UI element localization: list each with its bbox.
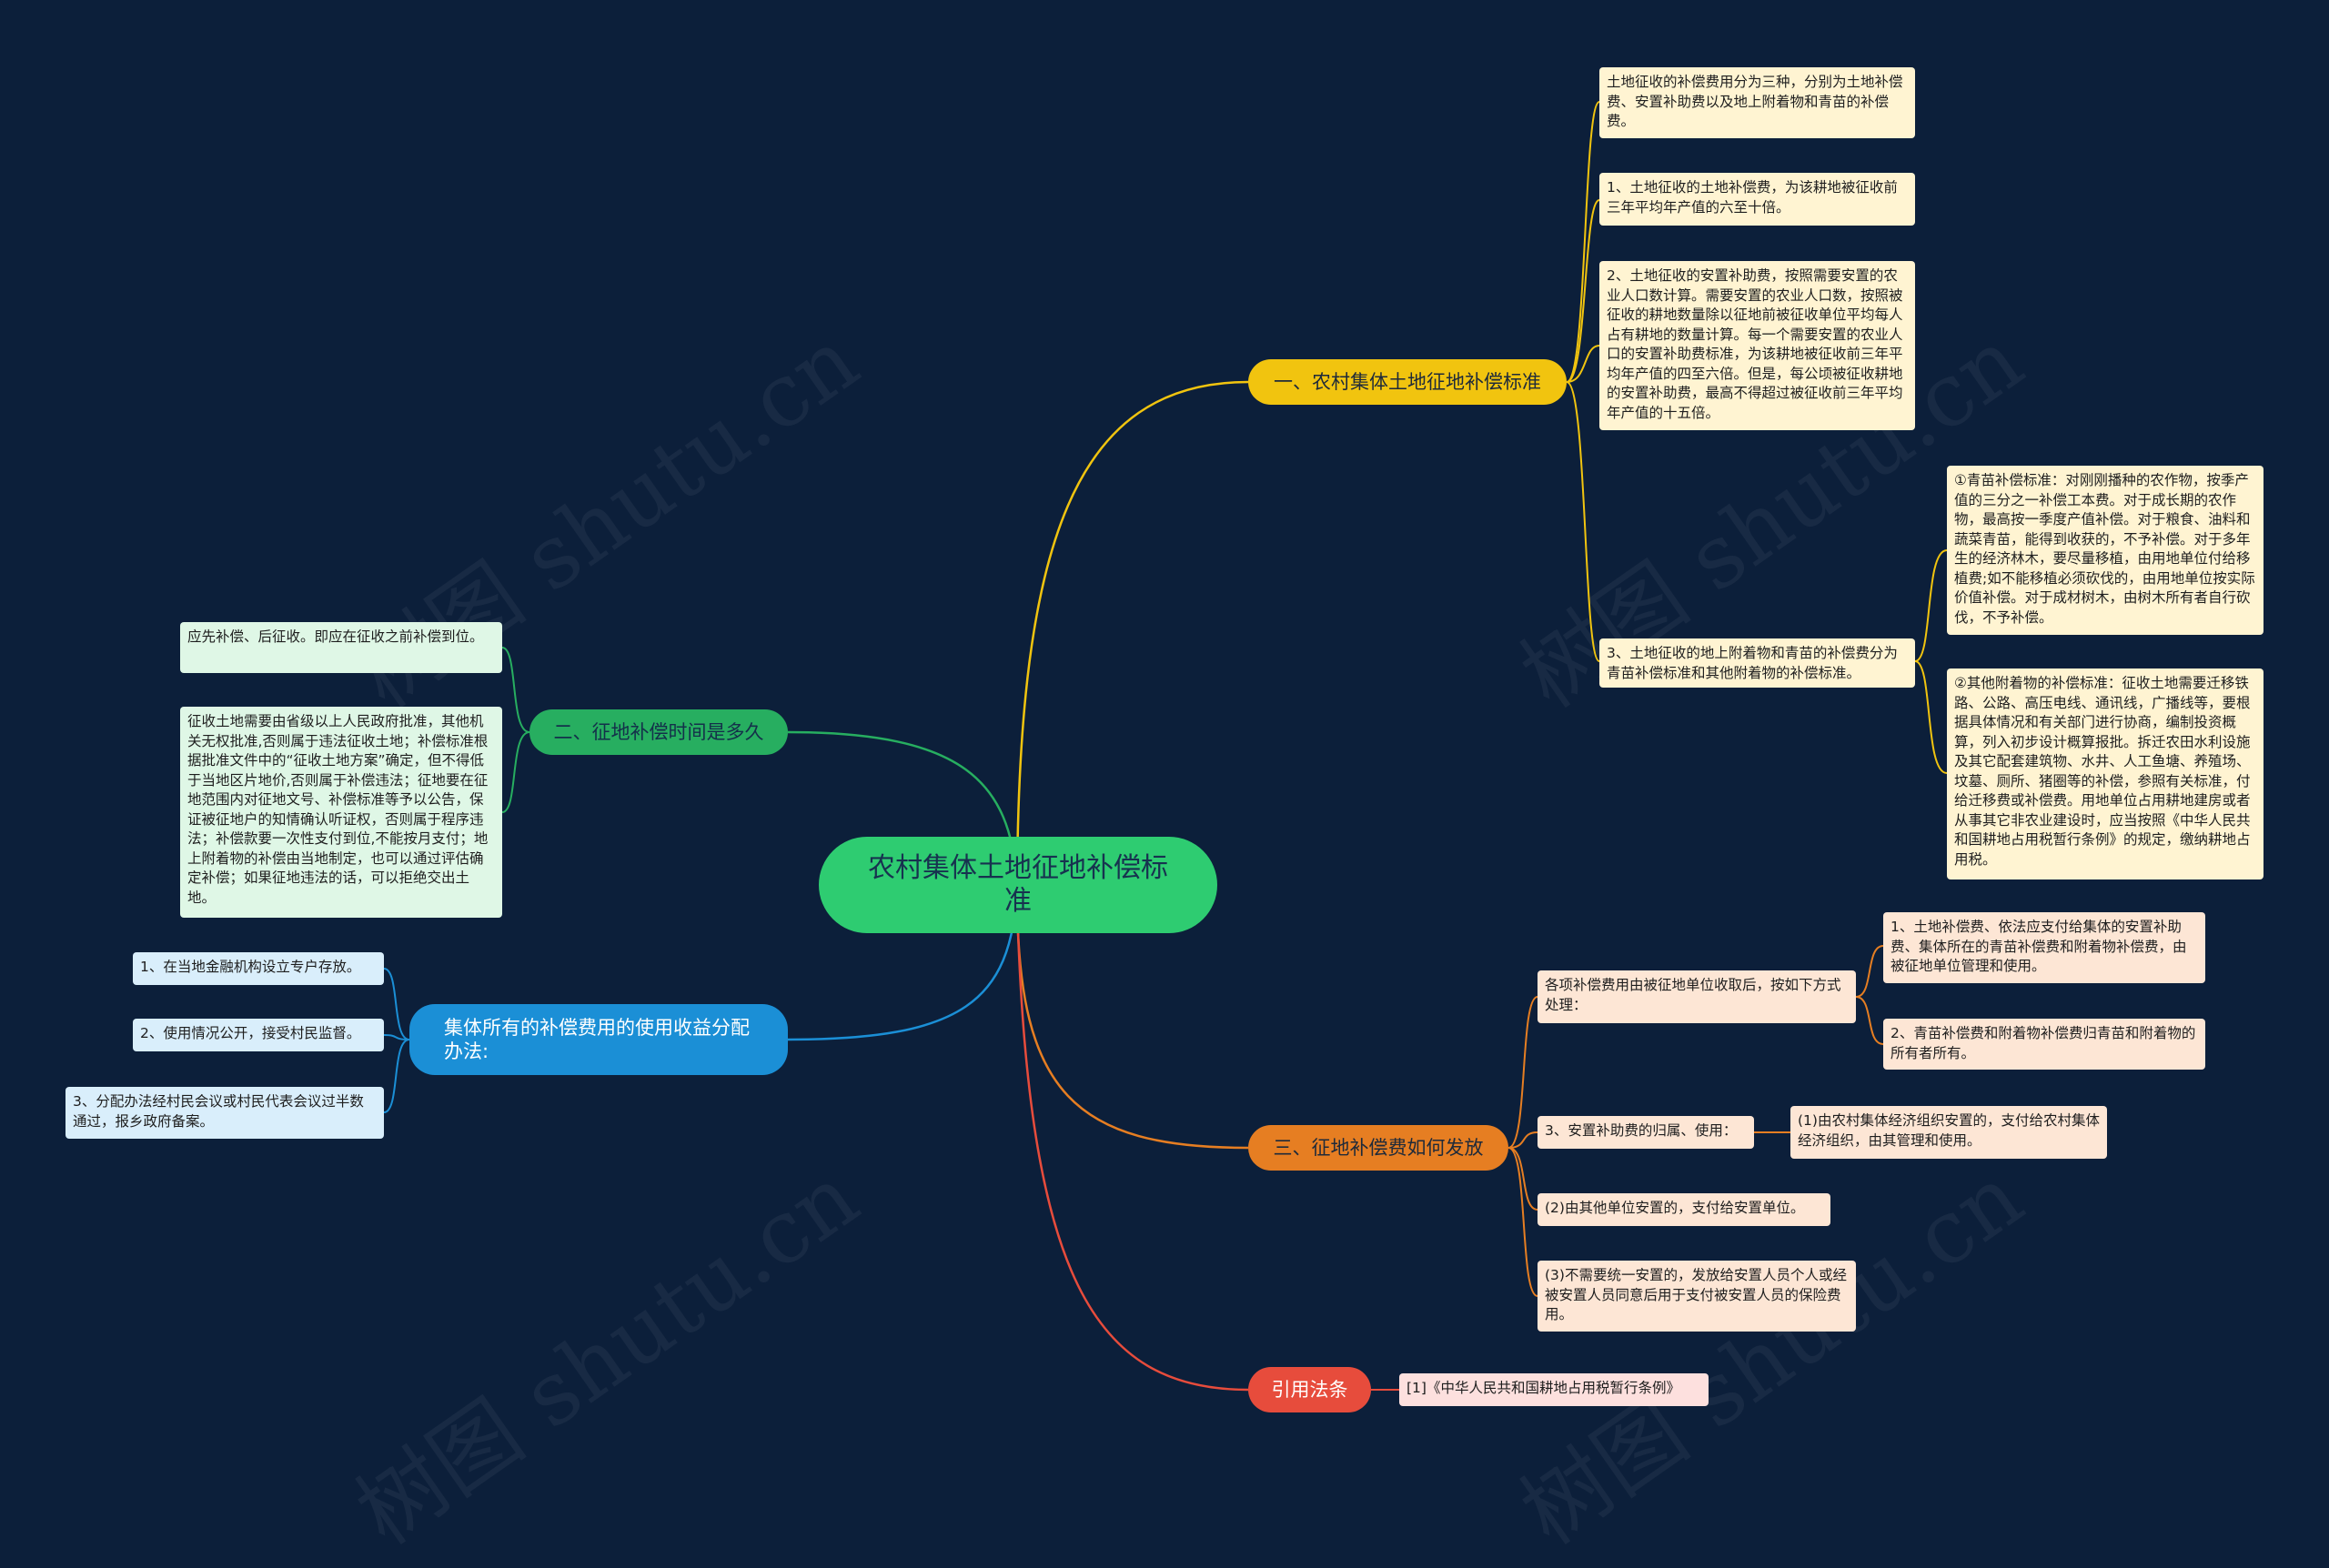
leaf-node-b4-2[interactable]: 3、安置补助费的归属、使用： (1538, 1116, 1754, 1149)
link-b1-sub (1914, 660, 1948, 774)
leaf-node-b2-1[interactable]: 应先补偿、后征收。即应在征收之前补偿到位。 (180, 622, 502, 673)
link-b3-leaf (383, 1034, 410, 1040)
link-root-b4 (1015, 900, 1249, 1150)
root-node[interactable]: 农村集体土地征地补偿标准 (819, 837, 1217, 933)
link-b1-leaf (1566, 199, 1600, 383)
leaf-node-b4-3[interactable]: (2)由其他单位安置的，支付给安置单位。 (1538, 1193, 1830, 1226)
branch-node-b5[interactable]: 引用法条 (1248, 1367, 1371, 1412)
leaf-node-b1-3[interactable]: 2、土地征收的安置补助费，按照需要安置的农业人口数计算。需要安置的农业人口数，按… (1599, 261, 1915, 430)
link-b3-leaf (383, 968, 410, 1040)
branch-node-b2[interactable]: 二、征地补偿时间是多久 (529, 709, 788, 755)
link-b2-leaf (501, 647, 530, 733)
leaf-node-b3-3[interactable]: 3、分配办法经村民会议或村民代表会议过半数通过，报乡政府备案。 (66, 1087, 384, 1139)
branch-node-b3[interactable]: 集体所有的补偿费用的使用收益分配办法: (409, 1004, 788, 1075)
link-b1-sub (1914, 549, 1948, 662)
link-b4-leaf (1507, 1147, 1538, 1211)
leaf-node-b1-1[interactable]: 土地征收的补偿费用分为三种，分别为土地补偿费、安置补助费以及地上附着物和青苗的补… (1599, 67, 1915, 138)
mindmap-canvas: 树图 shutu.cn 树图 shutu.cn 树图 shutu.cn 树图 s… (66, 67, 2263, 1564)
connector-lines (383, 101, 1948, 1392)
leaf-node-b5-1[interactable]: [1]《中华人民共和国耕地占用税暂行条例》 (1399, 1373, 1709, 1406)
subleaf-node-b4-a2[interactable]: 2、青苗补偿费和附着物补偿费归青苗和附着物的所有者所有。 (1883, 1019, 2205, 1070)
link-b4-leaf (1507, 1131, 1538, 1149)
link-root-b1 (1015, 380, 1249, 883)
link-b2-leaf (501, 731, 530, 813)
branch-node-b1[interactable]: 一、农村集体土地征地补偿标准 (1248, 359, 1567, 405)
leaf-node-b4-4[interactable]: (3)不需要统一安置的，发放给安置人员个人或经被安置人员同意后用于支付被安置人员… (1538, 1261, 1856, 1332)
leaf-node-b4-1[interactable]: 各项补偿费用由被征地单位收取后，按如下方式处理： (1538, 970, 1856, 1023)
leaf-node-b1-4[interactable]: 3、土地征收的地上附着物和青苗的补偿费分为青苗补偿标准和其他附着物的补偿标准。 (1599, 638, 1915, 688)
link-b1-leaf (1566, 381, 1600, 662)
leaf-node-b3-2[interactable]: 2、使用情况公开，接受村民监督。 (133, 1019, 384, 1051)
link-b4-leaf (1507, 1147, 1538, 1297)
branch-node-b4[interactable]: 三、征地补偿费如何发放 (1248, 1125, 1508, 1171)
link-b4-leaf (1507, 996, 1538, 1149)
link-b4-sub (1855, 996, 1884, 1045)
link-b4-sub (1855, 945, 1884, 998)
leaf-node-b3-1[interactable]: 1、在当地金融机构设立专户存放。 (133, 952, 384, 985)
subleaf-node-b1-1[interactable]: ①青苗补偿标准：对刚刚播种的农作物，按季产值的三分之一补偿工本费。对于成长期的农… (1947, 466, 2263, 635)
leaf-node-b1-2[interactable]: 1、土地征收的土地补偿费，为该耕地被征收前三年平均年产值的六至十倍。 (1599, 173, 1915, 226)
link-b1-leaf (1566, 345, 1600, 383)
subleaf-node-b4-b1[interactable]: (1)由农村集体经济组织安置的，支付给农村集体经济组织，由其管理和使用。 (1790, 1106, 2107, 1159)
subleaf-node-b4-a1[interactable]: 1、土地补偿费、依法应支付给集体的安置补助费、集体所在的青苗补偿费和附着物补偿费… (1883, 912, 2205, 983)
leaf-node-b2-2[interactable]: 征收土地需要由省级以上人民政府批准，其他机关无权批准,否则属于违法征收土地；补偿… (180, 707, 502, 918)
subleaf-node-b1-2[interactable]: ②其他附着物的补偿标准：征收土地需要迁移铁路、公路、高压电线、通讯线，广播线等，… (1947, 668, 2263, 879)
link-root-b5 (1015, 904, 1249, 1392)
link-b3-leaf (383, 1039, 410, 1113)
link-b1-leaf (1566, 101, 1600, 383)
